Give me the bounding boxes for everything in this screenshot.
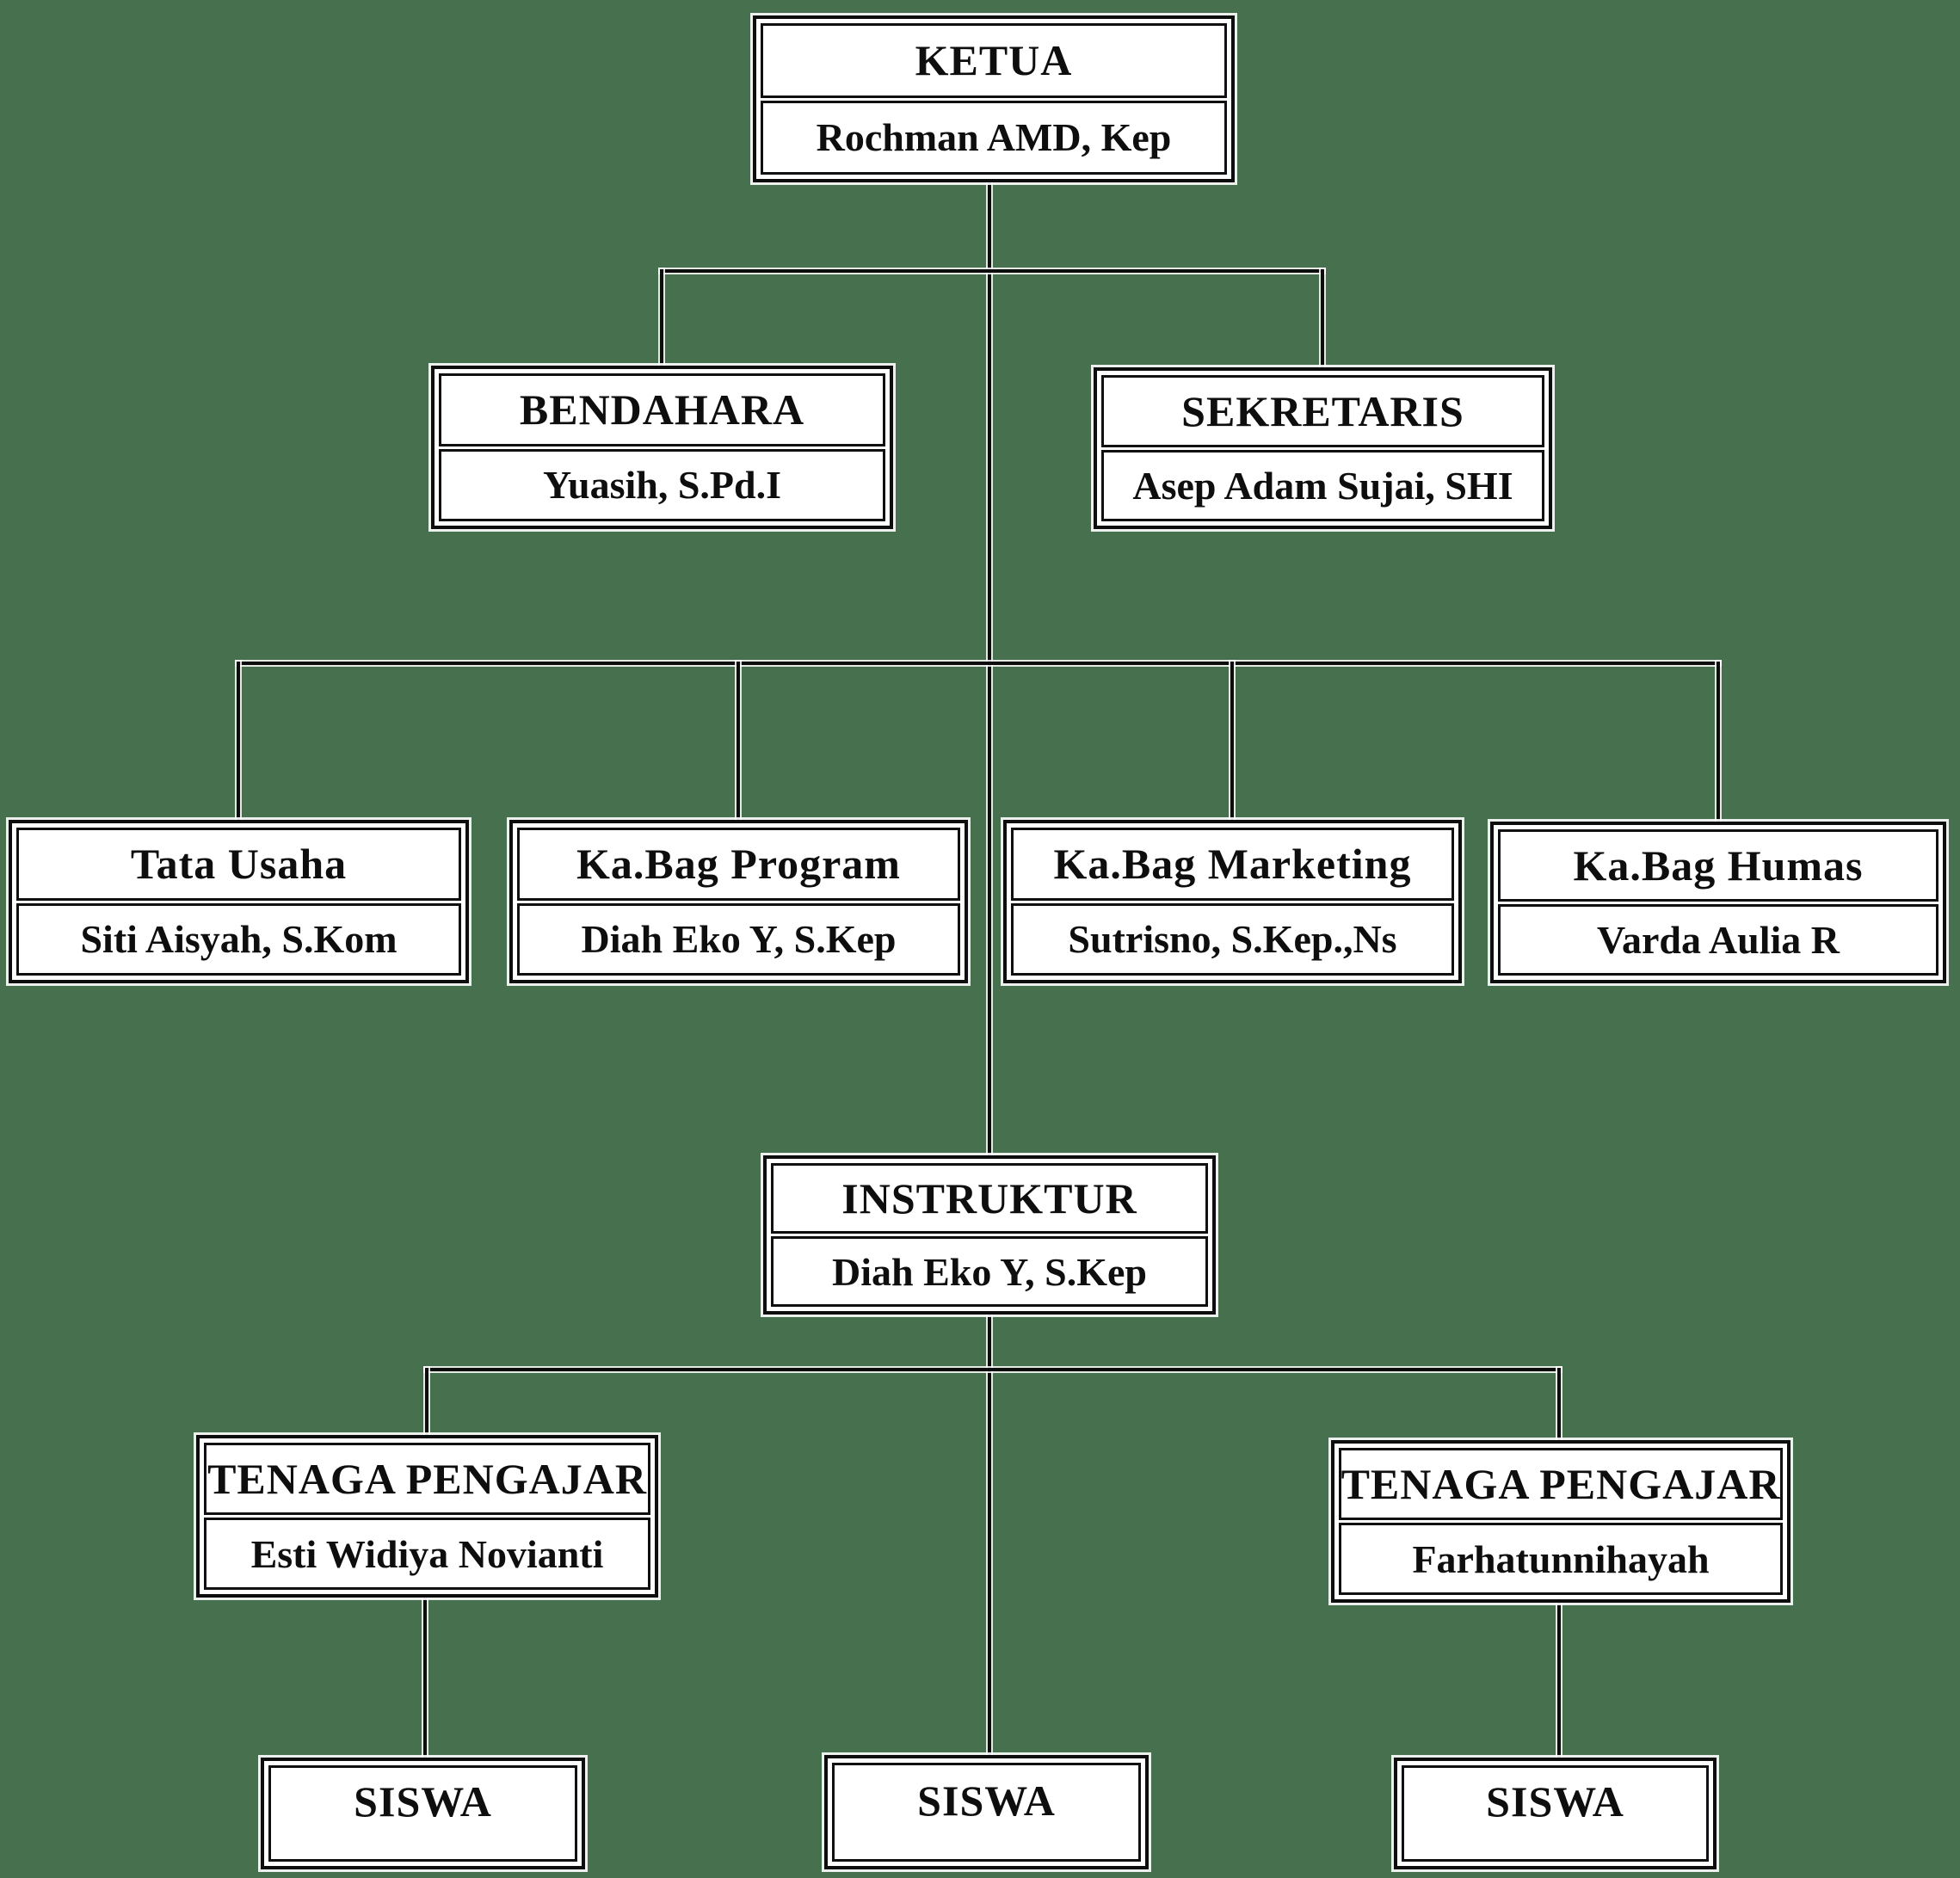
connector-level3-horizontal	[237, 662, 1720, 665]
org-node-ketua: KETUA Rochman AMD, Kep	[753, 15, 1235, 182]
org-node-sekretaris: SEKRETARIS Asep Adam Sujai, SHI	[1094, 367, 1552, 529]
org-node-tata-usaha: Tata Usaha Siti Aisyah, S.Kom	[9, 820, 469, 983]
org-node-kabag-program-name: Diah Eko Y, S.Kep	[517, 902, 960, 976]
connector-drop-sekretaris	[1321, 269, 1324, 369]
org-node-instruktur-title: INSTRUKTUR	[771, 1163, 1208, 1234]
org-node-tenaga-pengajar-right-name: Farhatunnihayah	[1339, 1523, 1783, 1595]
org-node-instruktur-name: Diah Eko Y, S.Kep	[771, 1236, 1208, 1307]
connector-instruktur-to-siswa-vertical	[988, 1313, 991, 1757]
connector-level2-horizontal	[660, 269, 1324, 273]
connector-tenaga-left-to-siswa	[423, 1596, 427, 1759]
connector-drop-tenaga-pengajar-left	[425, 1368, 428, 1437]
connector-drop-bendahara	[660, 269, 663, 367]
org-node-kabag-program-title: Ka.Bag Program	[517, 828, 960, 901]
org-node-siswa-right-title: SISWA	[1402, 1765, 1709, 1862]
connector-tenaga-right-to-siswa	[1557, 1601, 1561, 1759]
connector-drop-tenaga-pengajar-right	[1557, 1368, 1561, 1442]
org-node-siswa-center: SISWA	[824, 1755, 1149, 1869]
org-node-instruktur: INSTRUKTUR Diah Eko Y, S.Kep	[763, 1155, 1216, 1315]
org-node-siswa-center-title: SISWA	[832, 1763, 1141, 1862]
org-node-siswa-left: SISWA	[261, 1758, 585, 1869]
org-node-kabag-humas: Ka.Bag Humas Varda Aulia R	[1490, 822, 1946, 983]
org-node-siswa-left-title: SISWA	[268, 1765, 577, 1862]
org-node-kabag-marketing-title: Ka.Bag Marketing	[1011, 828, 1454, 901]
org-node-sekretaris-name: Asep Adam Sujai, SHI	[1101, 449, 1544, 521]
org-node-kabag-humas-title: Ka.Bag Humas	[1498, 829, 1938, 902]
org-node-bendahara-name: Yuasih, S.Pd.I	[439, 448, 885, 521]
org-node-tenaga-pengajar-right-title: TENAGA PENGAJAR	[1339, 1448, 1783, 1520]
org-node-bendahara: BENDAHARA Yuasih, S.Pd.I	[431, 366, 893, 529]
org-node-sekretaris-title: SEKRETARIS	[1101, 375, 1544, 447]
org-node-kabag-program: Ka.Bag Program Diah Eko Y, S.Kep	[509, 820, 968, 983]
connector-drop-kabag-humas	[1717, 662, 1720, 823]
connector-ketua-to-instruktur-vertical	[988, 181, 991, 1157]
connector-drop-kabag-program	[737, 662, 740, 822]
org-node-ketua-name: Rochman AMD, Kep	[761, 100, 1227, 175]
org-node-siswa-right: SISWA	[1394, 1758, 1717, 1869]
org-node-tenaga-pengajar-left-name: Esti Widiya Novianti	[204, 1518, 650, 1590]
org-node-tenaga-pengajar-right: TENAGA PENGAJAR Farhatunnihayah	[1331, 1440, 1791, 1603]
connector-level4-horizontal	[425, 1368, 1561, 1371]
connector-drop-kabag-marketing	[1230, 662, 1234, 822]
connector-drop-tata-usaha	[237, 662, 240, 822]
org-node-tenaga-pengajar-left-title: TENAGA PENGAJAR	[204, 1443, 650, 1515]
org-node-kabag-marketing-name: Sutrisno, S.Kep.,Ns	[1011, 902, 1454, 976]
org-node-tenaga-pengajar-left: TENAGA PENGAJAR Esti Widiya Novianti	[196, 1435, 658, 1598]
org-node-tata-usaha-name: Siti Aisyah, S.Kom	[16, 902, 461, 976]
org-node-kabag-marketing: Ka.Bag Marketing Sutrisno, S.Kep.,Ns	[1003, 820, 1462, 983]
org-node-tata-usaha-title: Tata Usaha	[16, 828, 461, 901]
org-node-kabag-humas-name: Varda Aulia R	[1498, 903, 1938, 976]
org-node-ketua-title: KETUA	[761, 23, 1227, 98]
org-node-bendahara-title: BENDAHARA	[439, 373, 885, 446]
